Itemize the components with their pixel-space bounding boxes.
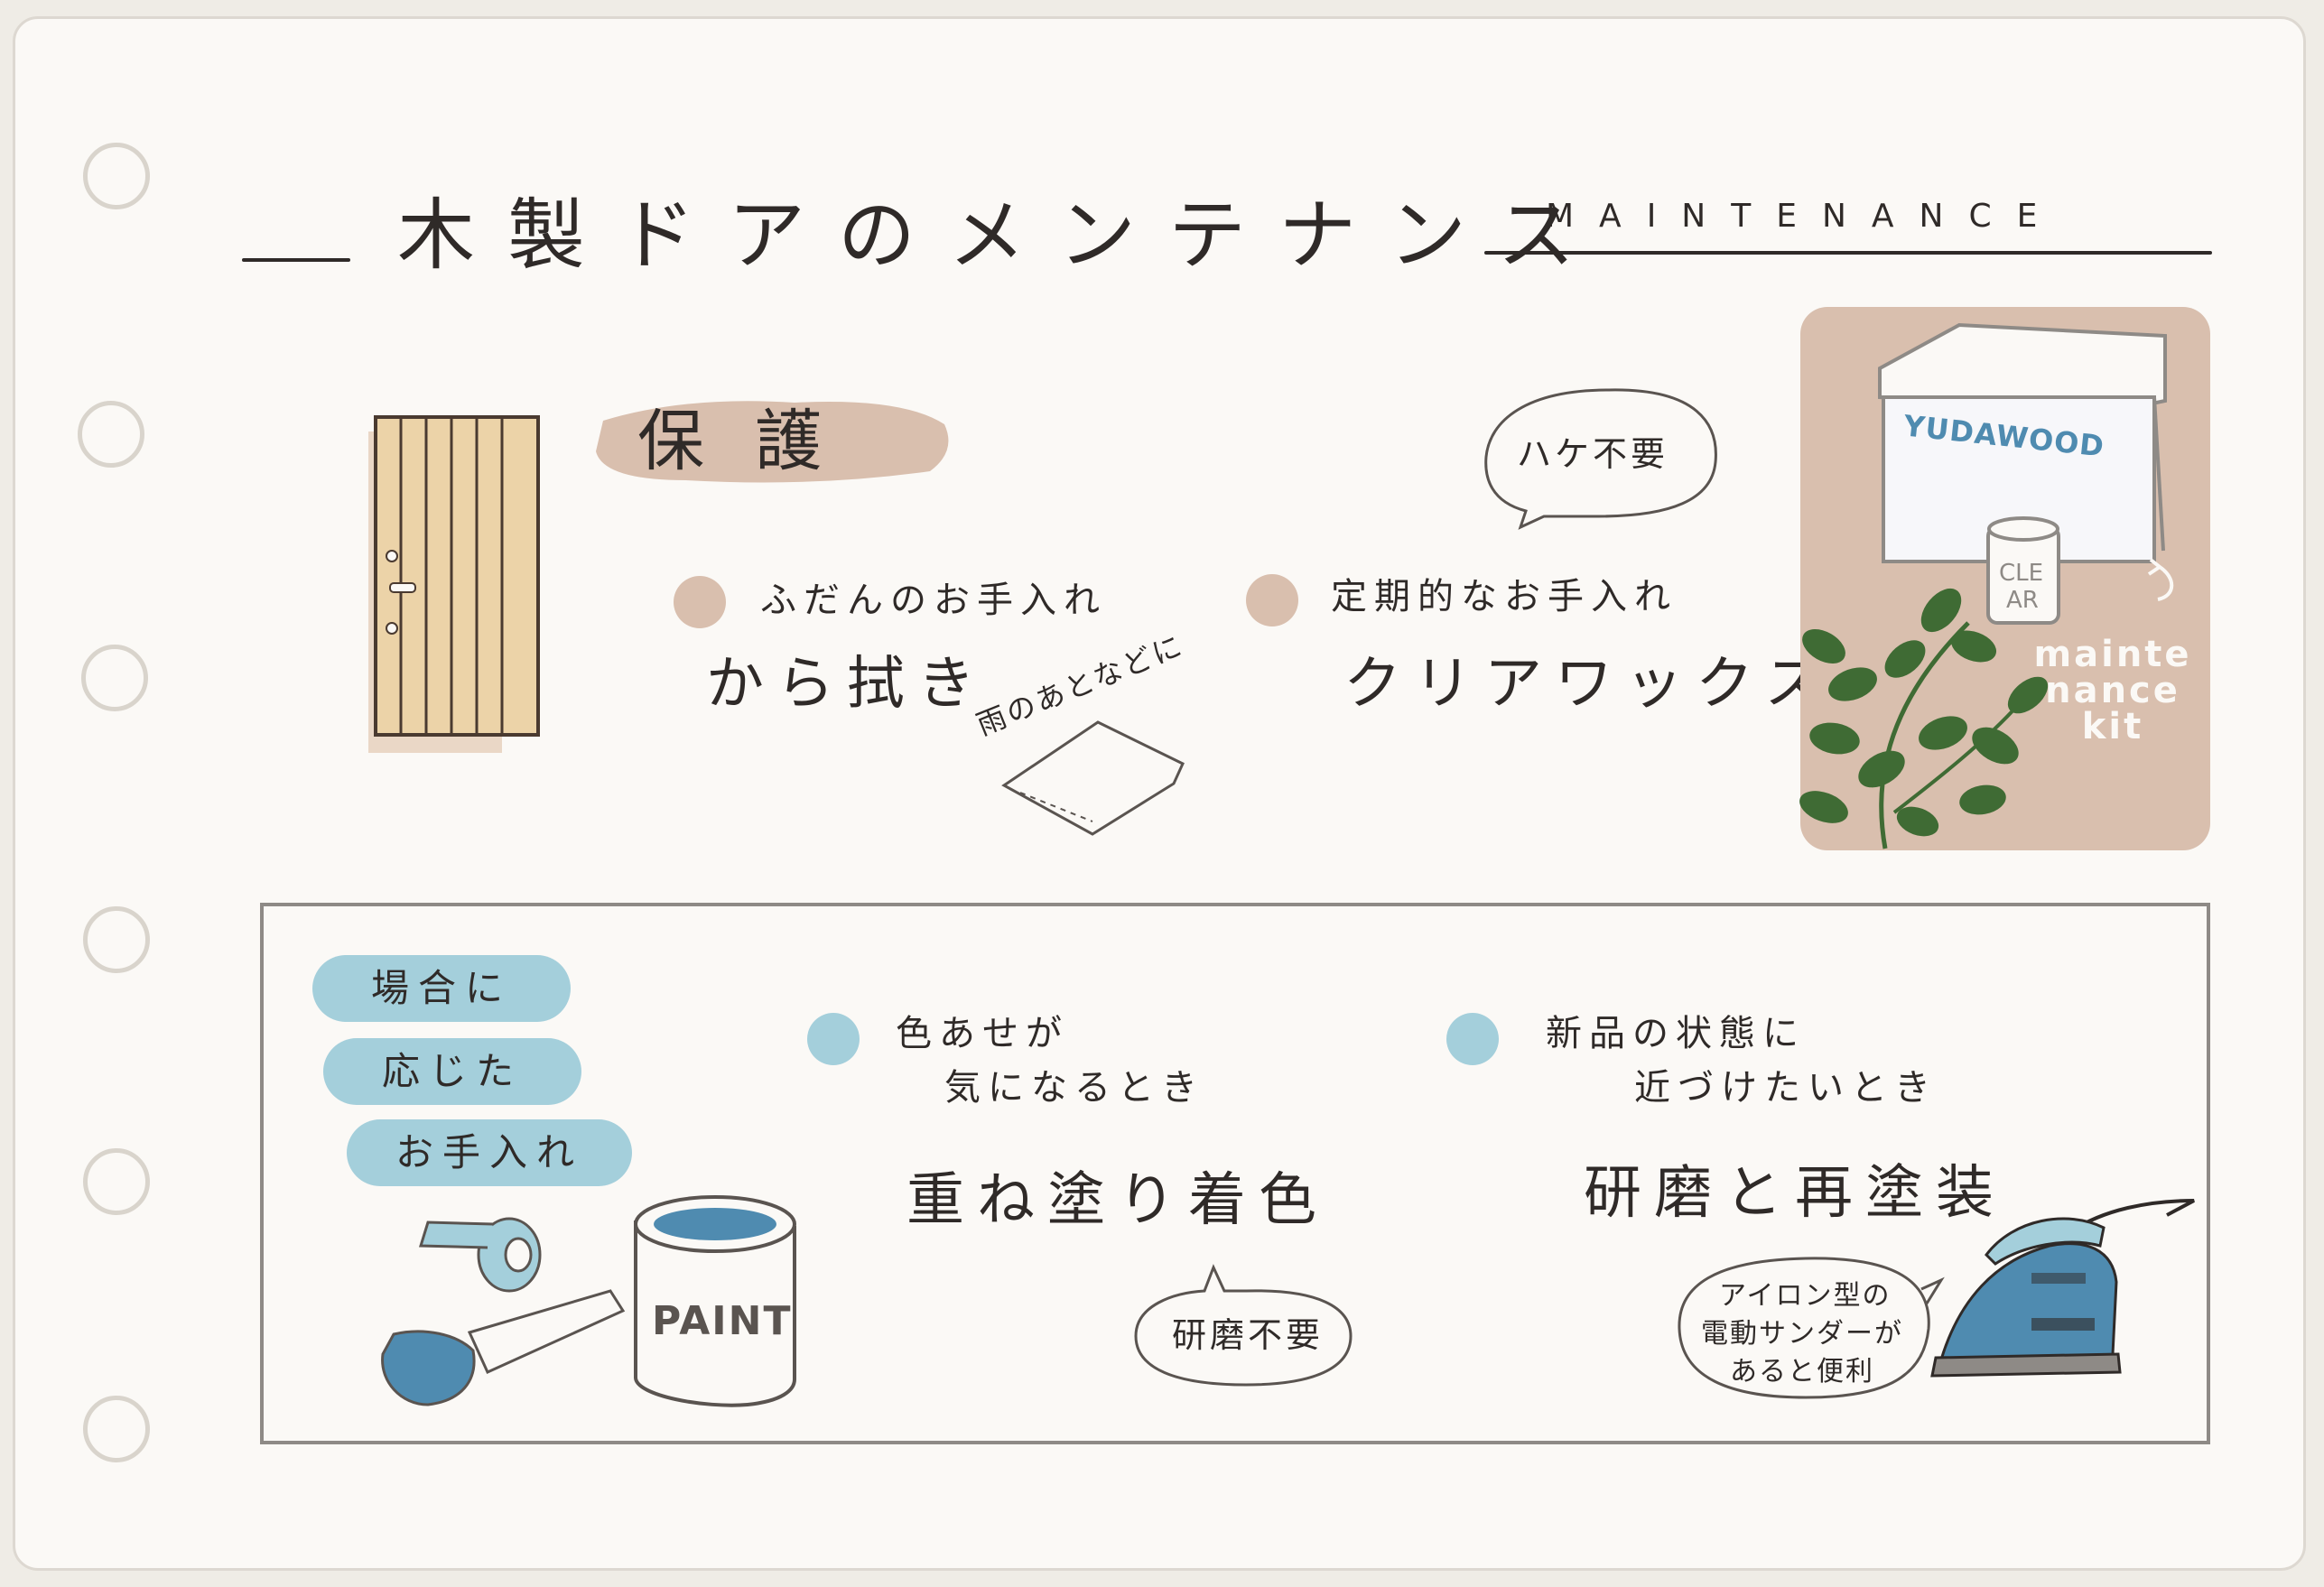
situation-tag-1: 場合に: [312, 955, 571, 1022]
renew-label-line2: 近づけたいとき: [1634, 1067, 1938, 1109]
bullet-dot-daily: [674, 576, 726, 628]
fade-method: 重ね塗り着色: [906, 1167, 1329, 1234]
fade-label-line2: 気になるとき: [944, 1067, 1204, 1109]
title-english: MAINTENANCE: [1546, 198, 2063, 235]
kit-label-line1: mainte: [2033, 634, 2192, 675]
title-dash: [242, 258, 350, 262]
binder-hole: [83, 1148, 150, 1215]
sander-note-line1: アイロン型の: [1719, 1280, 1892, 1312]
paint-can-label: PAINT: [652, 1298, 793, 1344]
binder-hole: [83, 143, 150, 209]
sander-note-line2: 電動サンダーが: [1701, 1318, 1903, 1350]
renew-method: 研磨と再塗装: [1584, 1160, 2006, 1227]
bullet-dot-fade: [807, 1013, 860, 1065]
bullet-dot-periodic: [1246, 574, 1298, 626]
binder-hole: [83, 906, 150, 973]
title-rule: [1484, 251, 2212, 255]
clear-can-text1: CLE: [1999, 560, 2044, 587]
clear-can-text2: AR: [2006, 587, 2039, 614]
situation-tag-3: お手入れ: [347, 1119, 632, 1186]
binder-hole: [83, 1396, 150, 1462]
no-sanding-note: 研磨不要: [1172, 1315, 1325, 1355]
kit-label-line2: nance: [2045, 670, 2180, 711]
situation-tag-2: 応じた: [323, 1038, 581, 1105]
periodic-care-label: 定期的なお手入れ: [1331, 576, 1678, 617]
sander-note-line3: あると便利: [1730, 1356, 1874, 1387]
daily-care-method: から拭き: [706, 651, 988, 718]
situational-care-panel: [260, 903, 2210, 1444]
daily-care-label: ふだんのお手入れ: [760, 580, 1107, 621]
renew-label-line1: 新品の状態に: [1546, 1013, 1806, 1054]
binder-hole: [78, 401, 144, 468]
fade-label-line1: 色あせが: [896, 1013, 1069, 1054]
binder-hole: [81, 645, 148, 711]
protection-heading: 保護: [637, 403, 872, 480]
bullet-dot-renew: [1446, 1013, 1499, 1065]
page-title: 木製ドアのメンテナンス: [397, 190, 1608, 281]
kit-label-line3: kit: [2081, 706, 2144, 747]
heading-brush-stroke: [596, 401, 949, 483]
brush-note: ハケ不要: [1517, 434, 1669, 474]
periodic-care-method: クリアワックス: [1343, 651, 1836, 718]
